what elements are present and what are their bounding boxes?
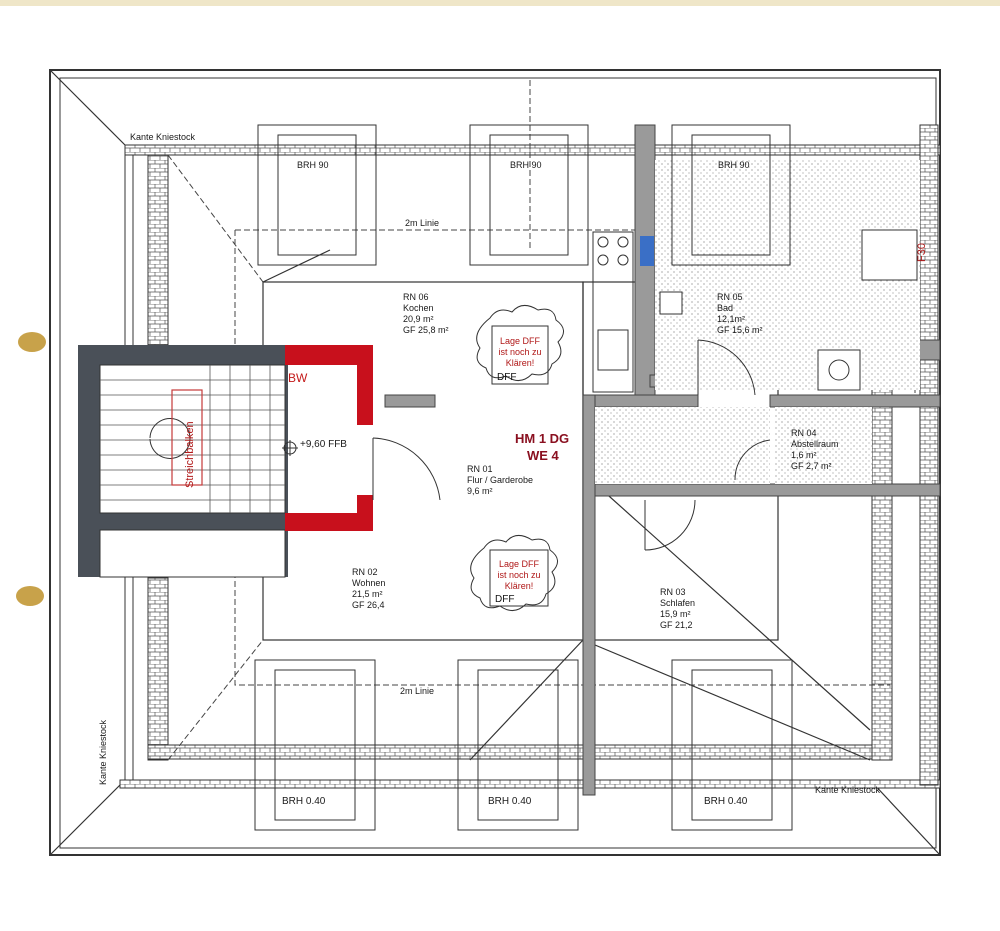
room-kochen-gf: GF 25,8 m²: [403, 325, 449, 335]
kante-top-label: Kante Kniestock: [130, 132, 196, 142]
room-wohnen-area: 21,5 m²: [352, 589, 383, 599]
bath-fixtures: [659, 229, 918, 391]
kante-left-label: Kante Kniestock: [98, 719, 108, 785]
dff-note-2-tag: DFF: [495, 594, 514, 605]
linie-bottom-label: 2m Linie: [400, 686, 434, 696]
plan-subtitle: WE 4: [527, 448, 560, 463]
level-symbol: [282, 440, 298, 456]
dff-note-2-line1: Lage DFF: [499, 559, 540, 569]
window-bottom-1: BRH 0.40: [282, 796, 326, 807]
room-schlafen-id: RN 03: [660, 587, 686, 597]
stair-beam-label: Streichbalken: [184, 421, 196, 488]
linie-top-label: 2m Linie: [405, 218, 439, 228]
kitchen-counter: [592, 231, 634, 393]
room-abstellraum-area: 1,6 m²: [791, 450, 817, 460]
room-wohnen-id: RN 02: [352, 567, 378, 577]
dff-note-1-line3: Klären!: [506, 358, 535, 368]
room-flur-name: Flur / Garderobe: [467, 475, 533, 485]
room-kochen-area: 20,9 m²: [403, 314, 434, 324]
room-kochen-name: Kochen: [403, 303, 434, 313]
room-wohnen-name: Wohnen: [352, 578, 385, 588]
room-kochen: RN 06 Kochen 20,9 m² GF 25,8 m²: [403, 292, 449, 335]
paper-top-edge: [0, 0, 1000, 6]
room-bad-id: RN 05: [717, 292, 743, 302]
window-top-2: BRH 90: [510, 160, 542, 170]
room-abstellraum-id: RN 04: [791, 428, 817, 438]
dff-note-2-line3: Klären!: [505, 581, 534, 591]
room-schlafen-area: 15,9 m²: [660, 609, 691, 619]
window-bottom-2: BRH 0.40: [488, 796, 532, 807]
f30-label: F30: [916, 243, 928, 262]
fire-wall: [285, 345, 373, 531]
room-schlafen-gf: GF 21,2: [660, 620, 693, 630]
room-flur-area: 9,6 m²: [467, 486, 493, 496]
room-bad-gf: GF 15,6 m²: [717, 325, 763, 335]
storage-tiles: [775, 407, 872, 484]
room-schlafen-name: Schlafen: [660, 598, 695, 608]
bw-label: BW: [288, 371, 308, 385]
room-flur: RN 01 Flur / Garderobe 9,6 m²: [467, 464, 533, 496]
room-abstellraum-gf: GF 2,7 m²: [791, 461, 832, 471]
binder-hole-top: [18, 332, 46, 352]
dff-note-1-tag: DFF: [497, 372, 516, 383]
window-bottom-3: BRH 0.40: [704, 796, 748, 807]
room-kochen-id: RN 06: [403, 292, 429, 302]
blue-marker: [640, 236, 654, 266]
room-abstellraum-name: Abstellraum: [791, 439, 839, 449]
room-wohnen-gf: GF 26,4: [352, 600, 385, 610]
dormers-bottom: [254, 659, 793, 831]
room-bad-area: 12,1m²: [717, 314, 745, 324]
binder-hole-bottom: [16, 586, 44, 606]
kante-bottom-label: Kante Kniestock: [815, 785, 881, 795]
room-bad-name: Bad: [717, 303, 733, 313]
dff-note-2-line2: ist noch zu: [497, 570, 540, 580]
dormers-top: [257, 124, 791, 266]
stair-core: Streichbalken: [78, 345, 288, 578]
plan-title: HM 1 DG: [515, 431, 569, 446]
level-label: +9,60 FFB: [300, 439, 347, 450]
dff-note-1-line2: ist noch zu: [498, 347, 541, 357]
window-top-1: BRH 90: [297, 160, 329, 170]
room-bad: RN 05 Bad 12,1m² GF 15,6 m²: [717, 292, 763, 335]
dff-note-1-line1: Lage DFF: [500, 336, 541, 346]
dff-note-2: Lage DFF ist noch zu Klären! DFF: [470, 535, 558, 611]
room-schlafen: RN 03 Schlafen 15,9 m² GF 21,2: [660, 587, 695, 630]
room-abstellraum: RN 04 Abstellraum 1,6 m² GF 2,7 m²: [791, 428, 839, 471]
dff-note-1: Lage DFF ist noch zu Klären! DFF: [476, 305, 564, 385]
room-wohnen: RN 02 Wohnen 21,5 m² GF 26,4: [352, 567, 385, 610]
hall-tiles: [595, 407, 770, 484]
doors: [372, 339, 771, 551]
room-flur-id: RN 01: [467, 464, 493, 474]
window-top-3: BRH 90: [718, 160, 750, 170]
partition-walls: [384, 124, 941, 796]
